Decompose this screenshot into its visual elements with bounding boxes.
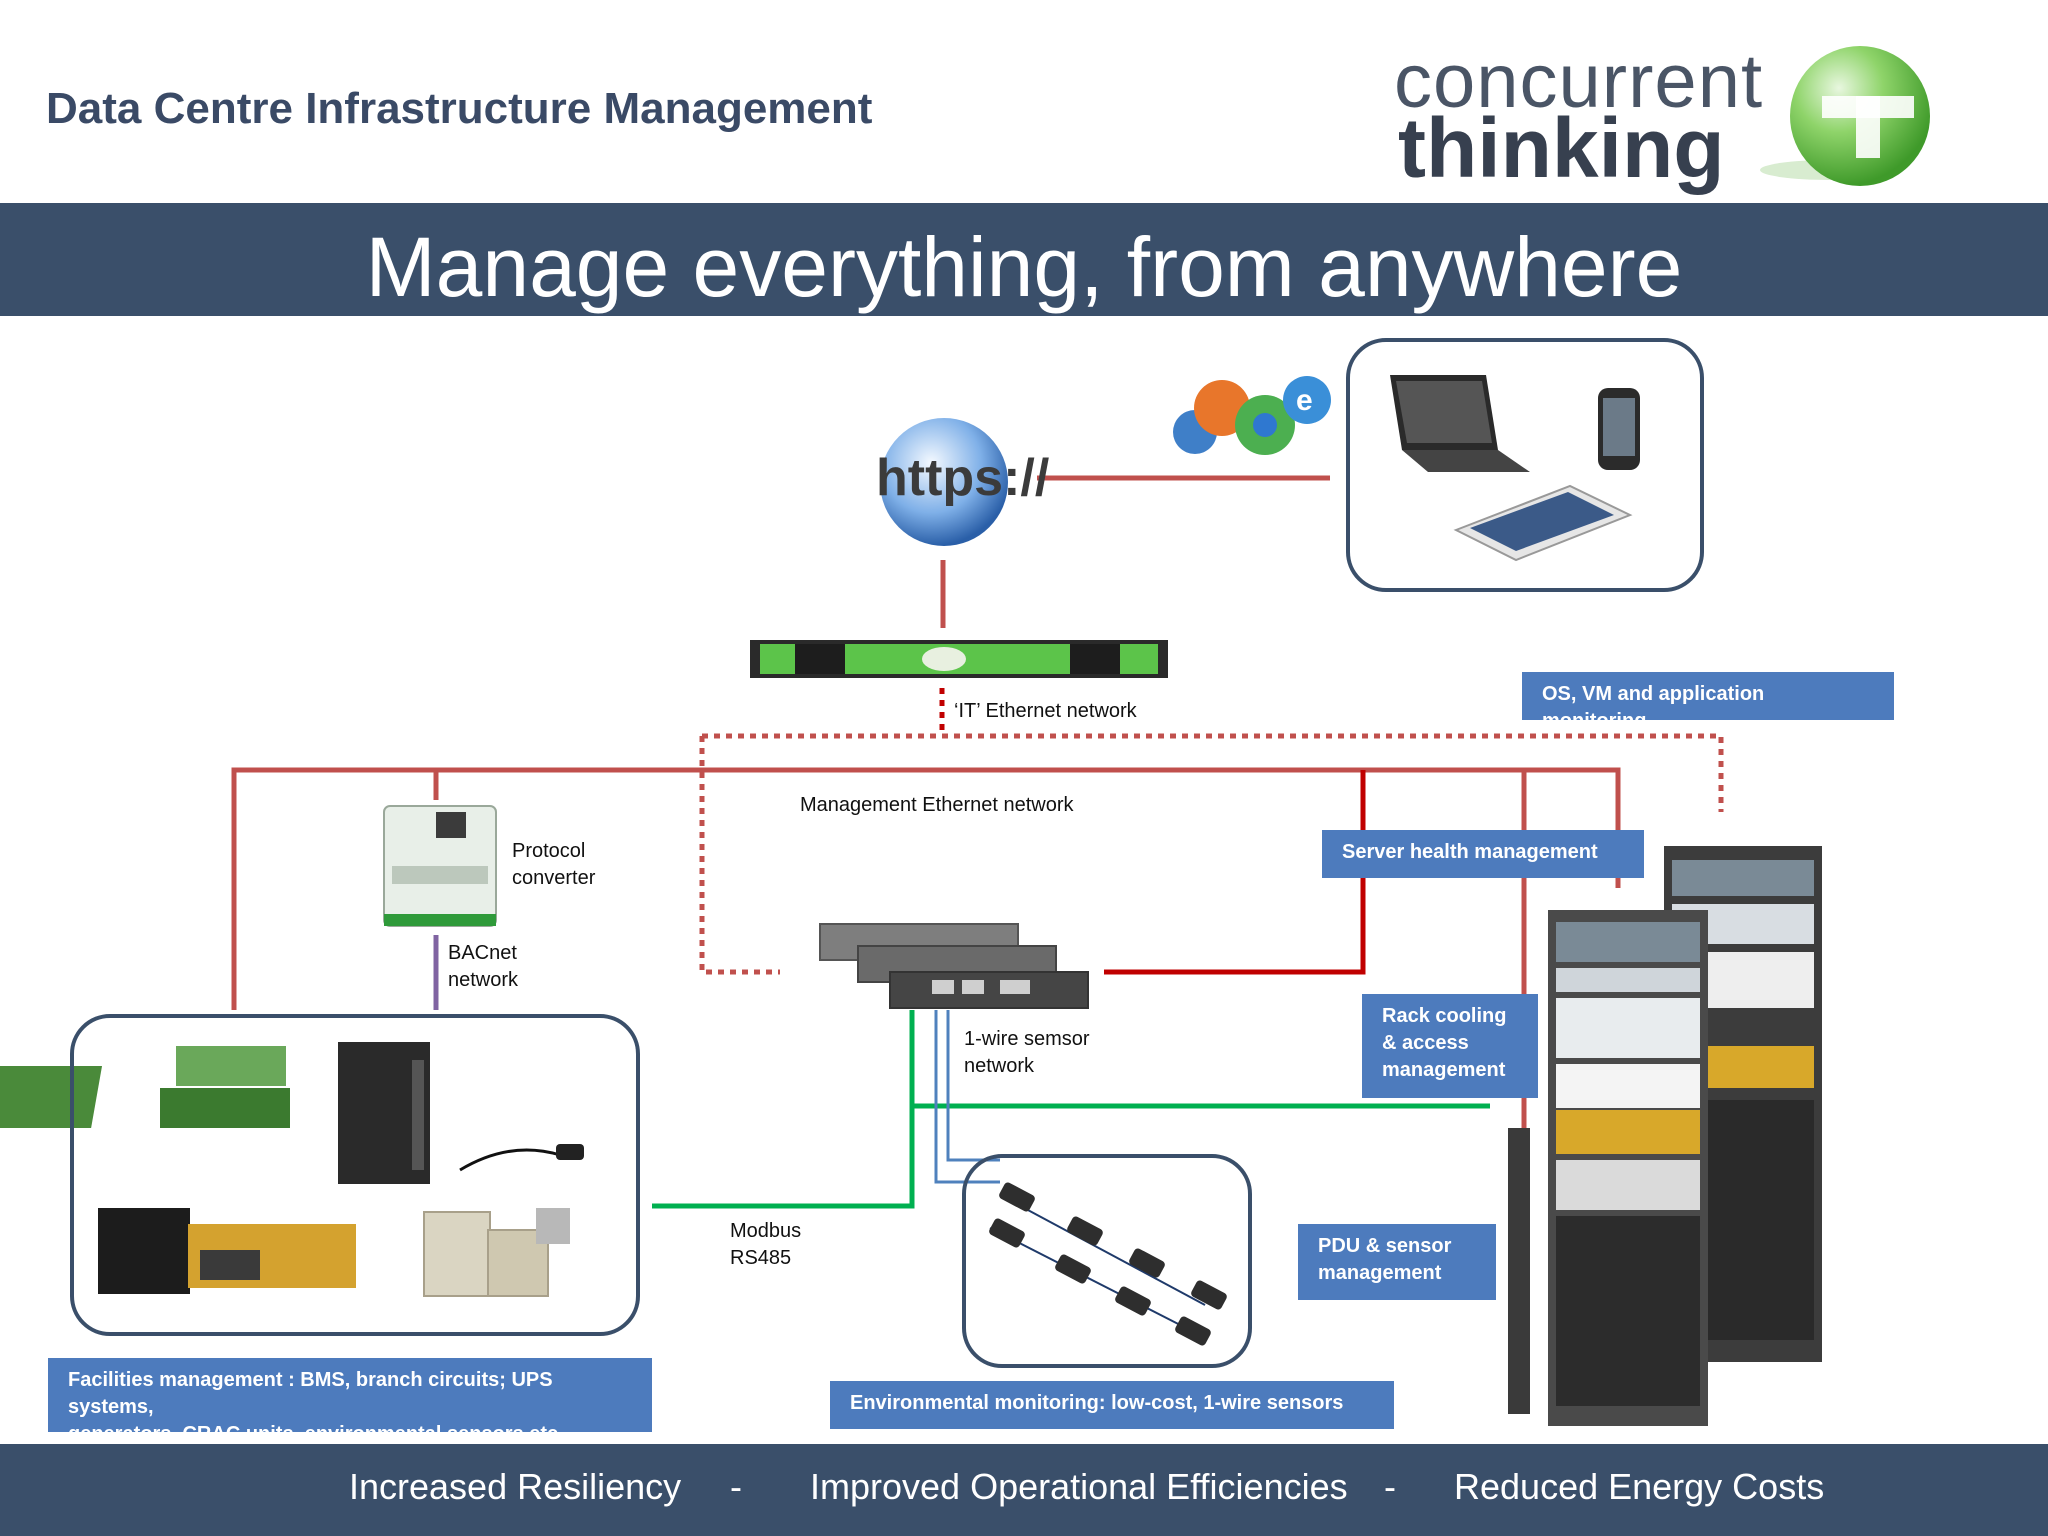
concurrent-thinking-logo: concurrent thinking: [1390, 38, 1950, 198]
modbus-label: Modbus RS485: [730, 1218, 801, 1272]
pdu-sensor-line1: PDU & sensor: [1318, 1235, 1452, 1257]
pdu-sensor-label: PDU & sensor management: [1298, 1224, 1496, 1300]
rack-cooling-line2: & access: [1382, 1032, 1469, 1054]
footer-reduced-energy-costs: Reduced Energy Costs: [1454, 1466, 1825, 1507]
generator-unit: [98, 1208, 356, 1294]
facilities-equipment-box: [70, 1014, 640, 1336]
one-wire-network-label: 1-wire semsor network: [964, 1026, 1090, 1080]
bacnet-label-line2: network: [448, 969, 519, 991]
modbus-line: [652, 1010, 915, 1209]
one-wire-sensors: [989, 1182, 1227, 1346]
svg-text:e: e: [1296, 384, 1313, 417]
environmental-sensor-probe: [459, 1144, 584, 1172]
sensors-box: [962, 1154, 1252, 1368]
stacked-interface-units: [819, 923, 1089, 1009]
footer-separator-1: -: [730, 1466, 742, 1507]
crac-units: [423, 1208, 570, 1297]
page-header-title: Data Centre Infrastructure Management: [46, 84, 873, 133]
footer-improved-efficiencies: Improved Operational Efficiencies: [810, 1466, 1348, 1507]
environmental-monitoring-label: Environmental monitoring: low-cost, 1-wi…: [830, 1381, 1394, 1429]
management-server-appliance: [750, 640, 1168, 678]
banner: Manage everything, from anywhere: [0, 203, 2048, 316]
bacnet-label-line1: BACnet: [448, 942, 517, 964]
ups-cabinet: [338, 1042, 430, 1184]
modbus-label-line2: RS485: [730, 1247, 792, 1269]
bms-controller-boards: [0, 1046, 290, 1128]
pdu-strip: [1508, 1128, 1530, 1414]
client-devices-box: [1346, 338, 1704, 592]
logo-globe-icon: [1760, 46, 1930, 186]
facilities-management-label: Facilities management : BMS, branch circ…: [48, 1358, 652, 1445]
bacnet-network-label: BACnet network: [448, 940, 518, 994]
tablet-icon: [1453, 484, 1633, 562]
management-ethernet-network-label: Management Ethernet network: [800, 794, 1074, 816]
management-ethernet-line: [231, 767, 1621, 1010]
browser-icons: e: [1173, 376, 1331, 455]
protocol-converter-device: [383, 805, 497, 927]
it-ethernet-dotted-drop: [699, 736, 780, 975]
logo-word-thinking: thinking: [1398, 101, 1725, 195]
https-text: https://: [876, 449, 1049, 507]
rack-cooling-label: Rack cooling & access management: [1362, 994, 1538, 1098]
protocol-converter-label-line1: Protocol: [512, 840, 586, 862]
phone-icon: [1598, 388, 1640, 470]
logo-word-concurrent: concurrent: [1394, 39, 1764, 124]
banner-title: Manage everything, from anywhere: [365, 220, 1683, 314]
rack-cooling-line3: management: [1382, 1059, 1506, 1081]
footer-increased-resiliency: Increased Resiliency: [349, 1466, 682, 1507]
protocol-converter-label: Protocol converter: [512, 838, 595, 892]
https-globe-icon: [880, 418, 1008, 546]
protocol-converter-label-line2: converter: [512, 867, 596, 889]
rack-cooling-line1: Rack cooling: [1382, 1005, 1507, 1027]
it-ethernet-dotted-line: [702, 733, 1724, 812]
facilities-line2: generators, CRAC units, environmental se…: [68, 1423, 570, 1445]
one-wire-label-line2: network: [964, 1055, 1035, 1077]
it-ethernet-network-label: ‘IT’ Ethernet network: [954, 700, 1137, 722]
facilities-line1: Facilities management : BMS, branch circ…: [68, 1369, 553, 1418]
server-rack-front: [1548, 910, 1708, 1426]
modbus-label-line1: Modbus: [730, 1220, 802, 1242]
footer-bar: Increased Resiliency - Improved Operatio…: [0, 1444, 2048, 1536]
pdu-sensor-line2: management: [1318, 1262, 1442, 1284]
server-health-label: Server health management: [1322, 830, 1644, 878]
ie-icon: [1283, 376, 1331, 424]
one-wire-label-line1: 1-wire semsor: [964, 1028, 1090, 1050]
footer-separator-2: -: [1384, 1466, 1396, 1507]
laptop-icon: [1390, 375, 1530, 472]
os-vm-monitoring-label: OS, VM and application monitoring: [1522, 672, 1894, 732]
